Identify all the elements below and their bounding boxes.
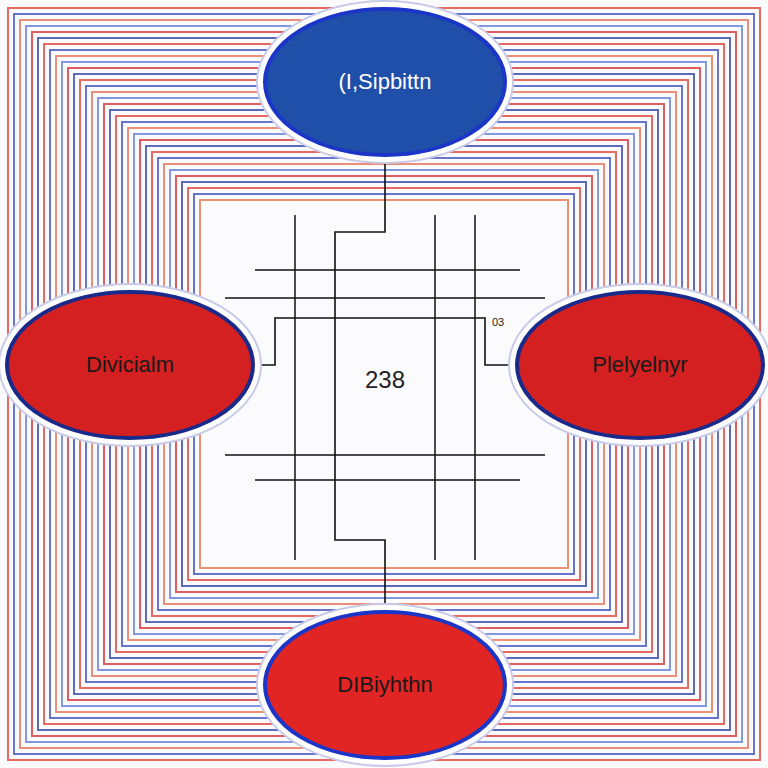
center-panel	[210, 205, 558, 565]
ellipse-node: (I,Sipbittn	[263, 7, 507, 157]
ellipse-node: Plelyelnyr	[515, 290, 765, 440]
wire-connector	[255, 318, 515, 365]
node-label: (I,Sipbittn	[339, 69, 432, 95]
callout-number: 03	[492, 316, 504, 328]
node-label: DIBiyhthn	[337, 672, 432, 698]
ellipse-node: Divicialm	[5, 290, 255, 440]
node-label: Plelyelnyr	[592, 352, 687, 378]
node-label: Divicialm	[86, 352, 174, 378]
ellipse-node: DIBiyhthn	[263, 610, 507, 760]
center-number: 238	[365, 366, 405, 394]
